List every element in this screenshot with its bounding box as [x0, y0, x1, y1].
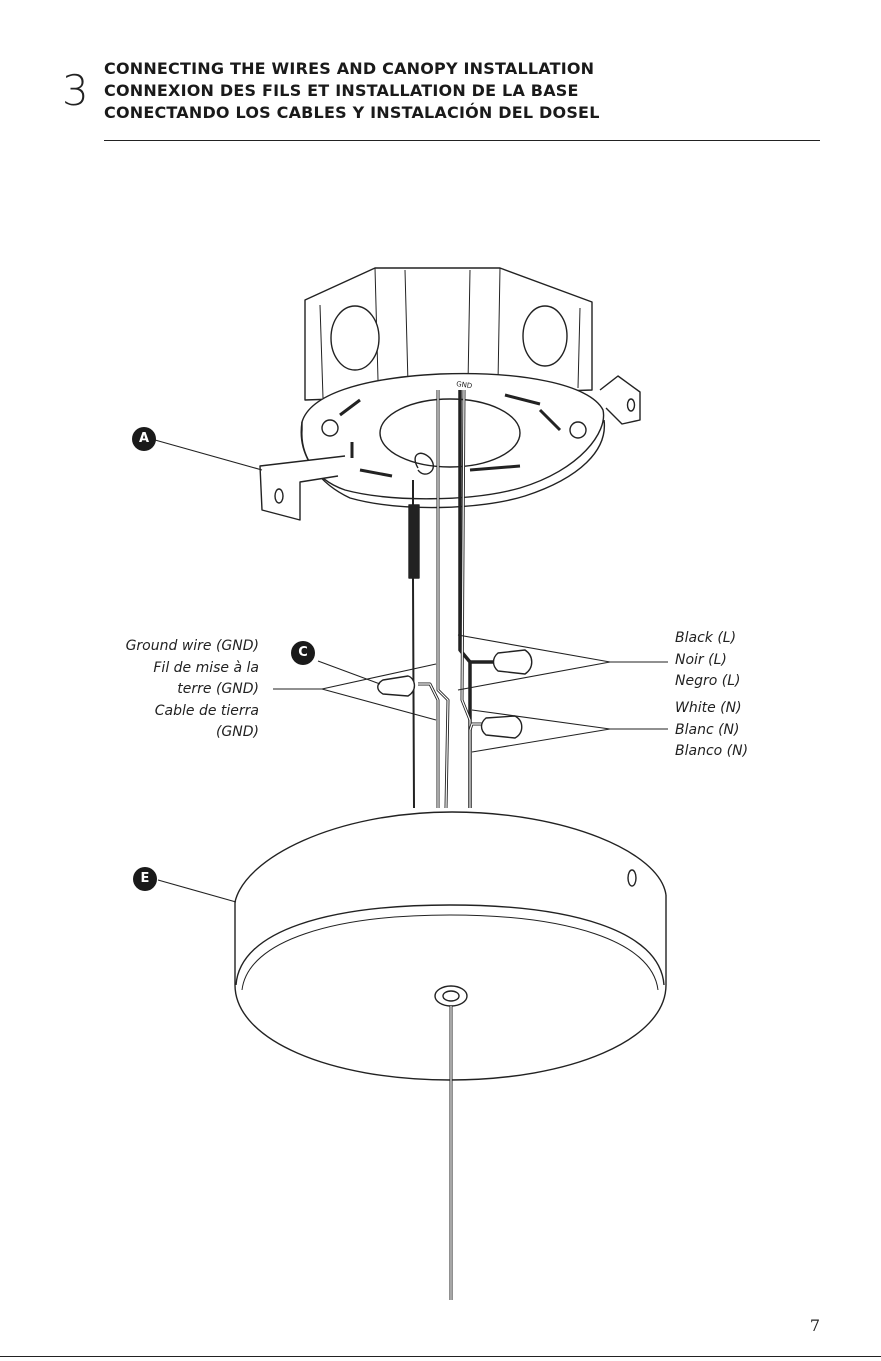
screw-left: [322, 420, 338, 436]
page-number: 7: [800, 1316, 830, 1335]
ground-label-line: (GND): [126, 722, 259, 744]
black-label-line: Noir (L): [675, 650, 740, 672]
callout-e: E: [133, 867, 157, 891]
ground-label-line: Fil de mise à la: [126, 658, 259, 680]
knockout-left: [331, 306, 379, 370]
ground-label-line: Cable de tierra: [126, 701, 259, 723]
ground-label-line: Ground wire (GND): [126, 636, 259, 658]
ground-wire-sleeve: [409, 505, 419, 578]
cord-grommet: [435, 986, 467, 1006]
white-wire-label: White (N) Blanc (N) Blanco (N): [675, 698, 748, 763]
screw-right: [570, 422, 586, 438]
white-label-line: Blanc (N): [675, 720, 748, 742]
callout-a: A: [132, 427, 156, 451]
ground-label-line: terre (GND): [126, 679, 259, 701]
black-label-line: Negro (L): [675, 671, 740, 693]
black-wire-label: Black (L) Noir (L) Negro (L): [675, 628, 740, 693]
knockout-right: [523, 306, 567, 366]
white-connector: [482, 716, 522, 738]
ground-wire-label: Ground wire (GND) Fil de mise à la terre…: [126, 636, 259, 744]
white-label-line: White (N): [675, 698, 748, 720]
bracket-center-hole: [380, 399, 520, 467]
ground-connector: [378, 676, 415, 696]
footer-divider: [0, 1356, 881, 1357]
white-label-line: Blanco (N): [675, 741, 748, 763]
black-connector: [494, 650, 532, 674]
black-label-line: Black (L): [675, 628, 740, 650]
bracket-arm-right: [600, 376, 640, 424]
callout-c: C: [291, 641, 315, 665]
wire-connectors: [378, 650, 532, 738]
